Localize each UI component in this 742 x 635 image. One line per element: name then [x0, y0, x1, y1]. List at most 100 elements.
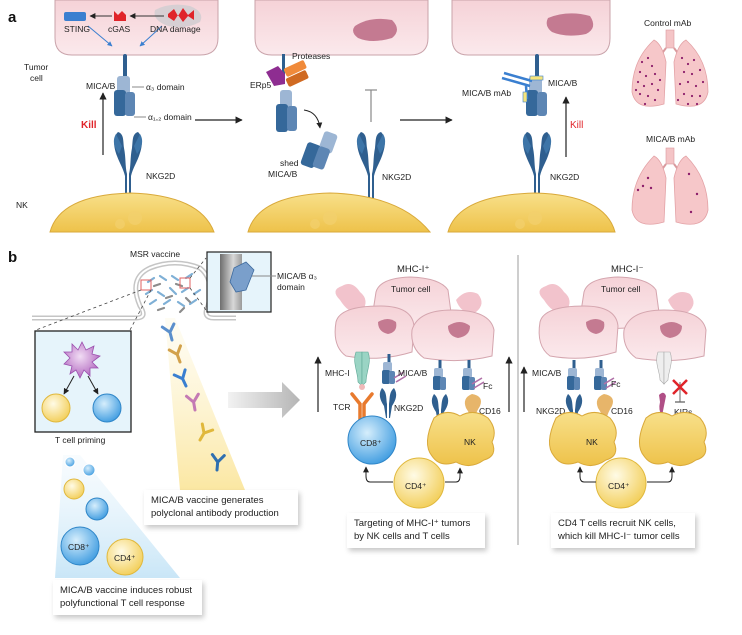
panel-a-label: a	[8, 9, 17, 26]
nkg2d-receptor-step2	[356, 132, 386, 198]
cd8-label-vaccine: CD8⁺	[68, 542, 90, 552]
absent-mhc-i-outline	[656, 351, 672, 385]
lungs-treated	[631, 147, 709, 225]
nk-cell-neg-2	[639, 412, 707, 466]
dna-damage-label: DNA damage	[150, 24, 201, 34]
arrow-sting-mica	[87, 25, 113, 47]
a12-domain-label: α₁,₂ domain	[148, 112, 192, 122]
recruit-arrow-nk-neg-1	[577, 466, 596, 483]
cd16-label-pos: CD16	[479, 406, 501, 416]
metastasis-dots-control	[634, 56, 705, 106]
cd8-t-cell-icon	[92, 393, 122, 423]
tumor-cell-label-pos: Tumor cell	[391, 284, 430, 294]
recruit-arrow-cd8	[363, 466, 393, 483]
sting-label: STING	[64, 24, 90, 34]
kill-label-step3: Kill	[570, 120, 583, 131]
cgas-icon	[114, 11, 126, 21]
cd4-label-vaccine: CD4⁺	[114, 553, 136, 563]
nk-cell-pos	[427, 412, 495, 466]
nk-cell-step3	[447, 192, 616, 233]
mica-b-molecule-neg-1	[567, 360, 580, 390]
nk-label: NK	[16, 200, 28, 210]
tumor-cell-label-2: cell	[30, 73, 43, 83]
nkg2d-label-step3: NKG2D	[550, 172, 579, 182]
transition-arrow	[228, 382, 300, 418]
mica-b-mab-lung-label: MICA/B mAb	[646, 134, 695, 144]
nkg2d-receptor-step3	[522, 132, 552, 198]
tumor-cluster-mhc-neg	[538, 276, 707, 362]
mhc-pos-caption: Targeting of MHC-I⁺ tumors by NK cells a…	[347, 513, 485, 548]
dendritic-cell-icon	[63, 341, 101, 379]
mhc-pos-title: MHC-I⁺	[397, 264, 429, 275]
t-cell-priming-label: T cell priming	[55, 435, 106, 445]
shed-mica-b-label-1: shed	[280, 158, 299, 168]
mica-b-mab-antibody	[501, 71, 544, 103]
mica-a3-inset-label-2: domain	[277, 282, 305, 292]
mhc-i-molecule	[354, 351, 370, 390]
t-cell-caption: MICA/B vaccine induces robust polyfuncti…	[53, 580, 202, 615]
cd16-label-neg: CD16	[611, 406, 633, 416]
sting-icon	[64, 12, 86, 21]
tumor-cell-label-1: Tumor	[24, 62, 48, 72]
proteases-icon	[283, 60, 309, 87]
cd8-label-pos: CD8⁺	[360, 438, 382, 448]
antibody-fc-neg	[603, 377, 617, 389]
proteases-label: Proteases	[292, 51, 330, 61]
cd4-t-cell-icon	[41, 393, 71, 423]
shedding-arrow	[303, 109, 323, 129]
nkg2d-label-step1: NKG2D	[146, 171, 175, 181]
expanding-t-cells	[60, 456, 144, 576]
a3-domain-label: α₃ domain	[146, 82, 185, 92]
tumor-cell-step1	[54, 0, 219, 56]
mica-b-molecule-step2	[276, 90, 297, 132]
cd4-t-cell-neg	[595, 457, 647, 509]
erp5-label: ERp5	[250, 80, 272, 90]
mica-b-molecule-pos-3	[462, 360, 475, 390]
tumor-cell-label-neg: Tumor cell	[601, 284, 640, 294]
tumor-cell-step3	[451, 0, 611, 56]
nkg2d-receptor-step1	[113, 132, 143, 198]
cd4-label-neg: CD4⁺	[608, 481, 630, 491]
cd4-t-cell-pos	[393, 457, 445, 509]
recruit-arrow-nk-pos	[445, 467, 463, 483]
nk-label-neg: NK	[586, 437, 598, 447]
antibody-fc-pos-2	[471, 377, 485, 389]
nk-cell-neg-1	[549, 412, 617, 466]
nkg2d-label-pos: NKG2D	[394, 403, 423, 413]
t-cell-priming-box	[34, 330, 132, 433]
antibody-fc-pos-1	[393, 371, 407, 383]
mica-b-mab-label: MICA/B mAb	[462, 88, 511, 98]
mica-b-molecule-pos-1	[382, 354, 395, 384]
mhc-i-label: MHC-I	[325, 368, 350, 378]
mica-b-molecule-pos-2	[433, 360, 446, 390]
antibody-caption: MICA/B vaccine generates polyclonal anti…	[144, 490, 298, 525]
mica-stalk-step2	[282, 54, 285, 74]
erp5-icon	[266, 66, 285, 86]
nk-cell-step2	[247, 192, 432, 233]
mica-a3-inset-label-1: MICA/B α₃	[277, 271, 317, 281]
lungs-control	[631, 29, 709, 107]
nk-cell-step1	[49, 192, 215, 233]
cd8-t-cell-pos	[347, 415, 397, 465]
recruit-arrow-nk-neg-2	[647, 466, 675, 483]
tcr-receptor	[350, 392, 374, 422]
mica-b-label-step3: MICA/B	[548, 78, 578, 88]
mica-b-label-step1: MICA/B	[86, 81, 116, 91]
panel-b-label: b	[8, 249, 17, 266]
cd4-label-pos: CD4⁺	[405, 481, 427, 491]
tumor-cell-step2	[254, 0, 429, 56]
mica-b-label-neg: MICA/B	[532, 368, 562, 378]
nk-label-pos: NK	[464, 437, 476, 447]
cgas-label: cGAS	[108, 24, 131, 34]
arrow-dna-mica	[139, 25, 163, 47]
fc-label-pos: Fc	[483, 381, 493, 391]
mica-b-molecule-neg-2	[594, 360, 607, 390]
tumor-cluster-mhc-pos	[334, 276, 495, 362]
cd16-receptor-neg	[596, 394, 613, 420]
cd8-t-cell-large	[60, 526, 100, 566]
mhc-neg-caption: CD4 T cells recruit NK cells, which kill…	[551, 513, 695, 548]
dna-damage-icon	[168, 8, 194, 22]
tcr-label: TCR	[333, 402, 350, 412]
shed-mica-b-molecule	[300, 131, 338, 170]
